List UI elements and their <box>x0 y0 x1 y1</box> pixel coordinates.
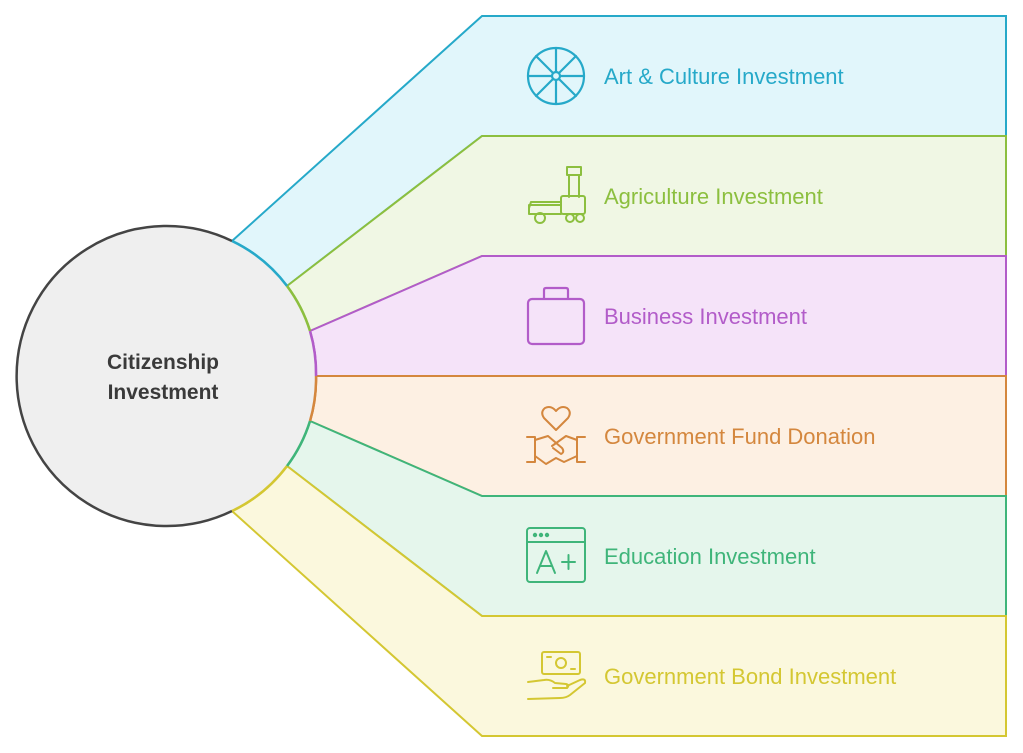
center-node: Citizenship Investment <box>15 224 317 528</box>
branch-label: Education Investment <box>604 544 816 569</box>
arc-bond <box>231 465 288 513</box>
money-hand-icon <box>527 651 587 700</box>
arc-agriculture <box>285 285 312 332</box>
center-title-line2: Investment <box>108 381 219 404</box>
grade-certificate-icon <box>526 527 586 583</box>
handshake-heart-icon <box>526 406 586 465</box>
branch-label: Government Fund Donation <box>604 424 876 449</box>
tractor-icon <box>528 166 586 224</box>
center-circle <box>15 224 233 528</box>
wheel-icon <box>526 46 586 106</box>
center-title-line1: Citizenship <box>107 351 219 374</box>
center-circle-fill-cap <box>232 241 317 511</box>
arc-fund-donation <box>308 375 318 422</box>
arc-art-culture <box>231 239 288 287</box>
arc-business <box>308 330 318 377</box>
branch-label: Business Investment <box>604 304 807 329</box>
hub-arc-overlay <box>231 239 318 513</box>
branch-government-fund-donation: Government Fund Donation <box>308 375 1007 497</box>
branch-label: Art & Culture Investment <box>604 64 844 89</box>
briefcase-icon <box>526 286 586 346</box>
branch-business: Business Investment <box>308 255 1007 377</box>
branch-label: Government Bond Investment <box>604 664 896 689</box>
arc-education <box>285 420 312 467</box>
branch-label: Agriculture Investment <box>604 184 823 209</box>
